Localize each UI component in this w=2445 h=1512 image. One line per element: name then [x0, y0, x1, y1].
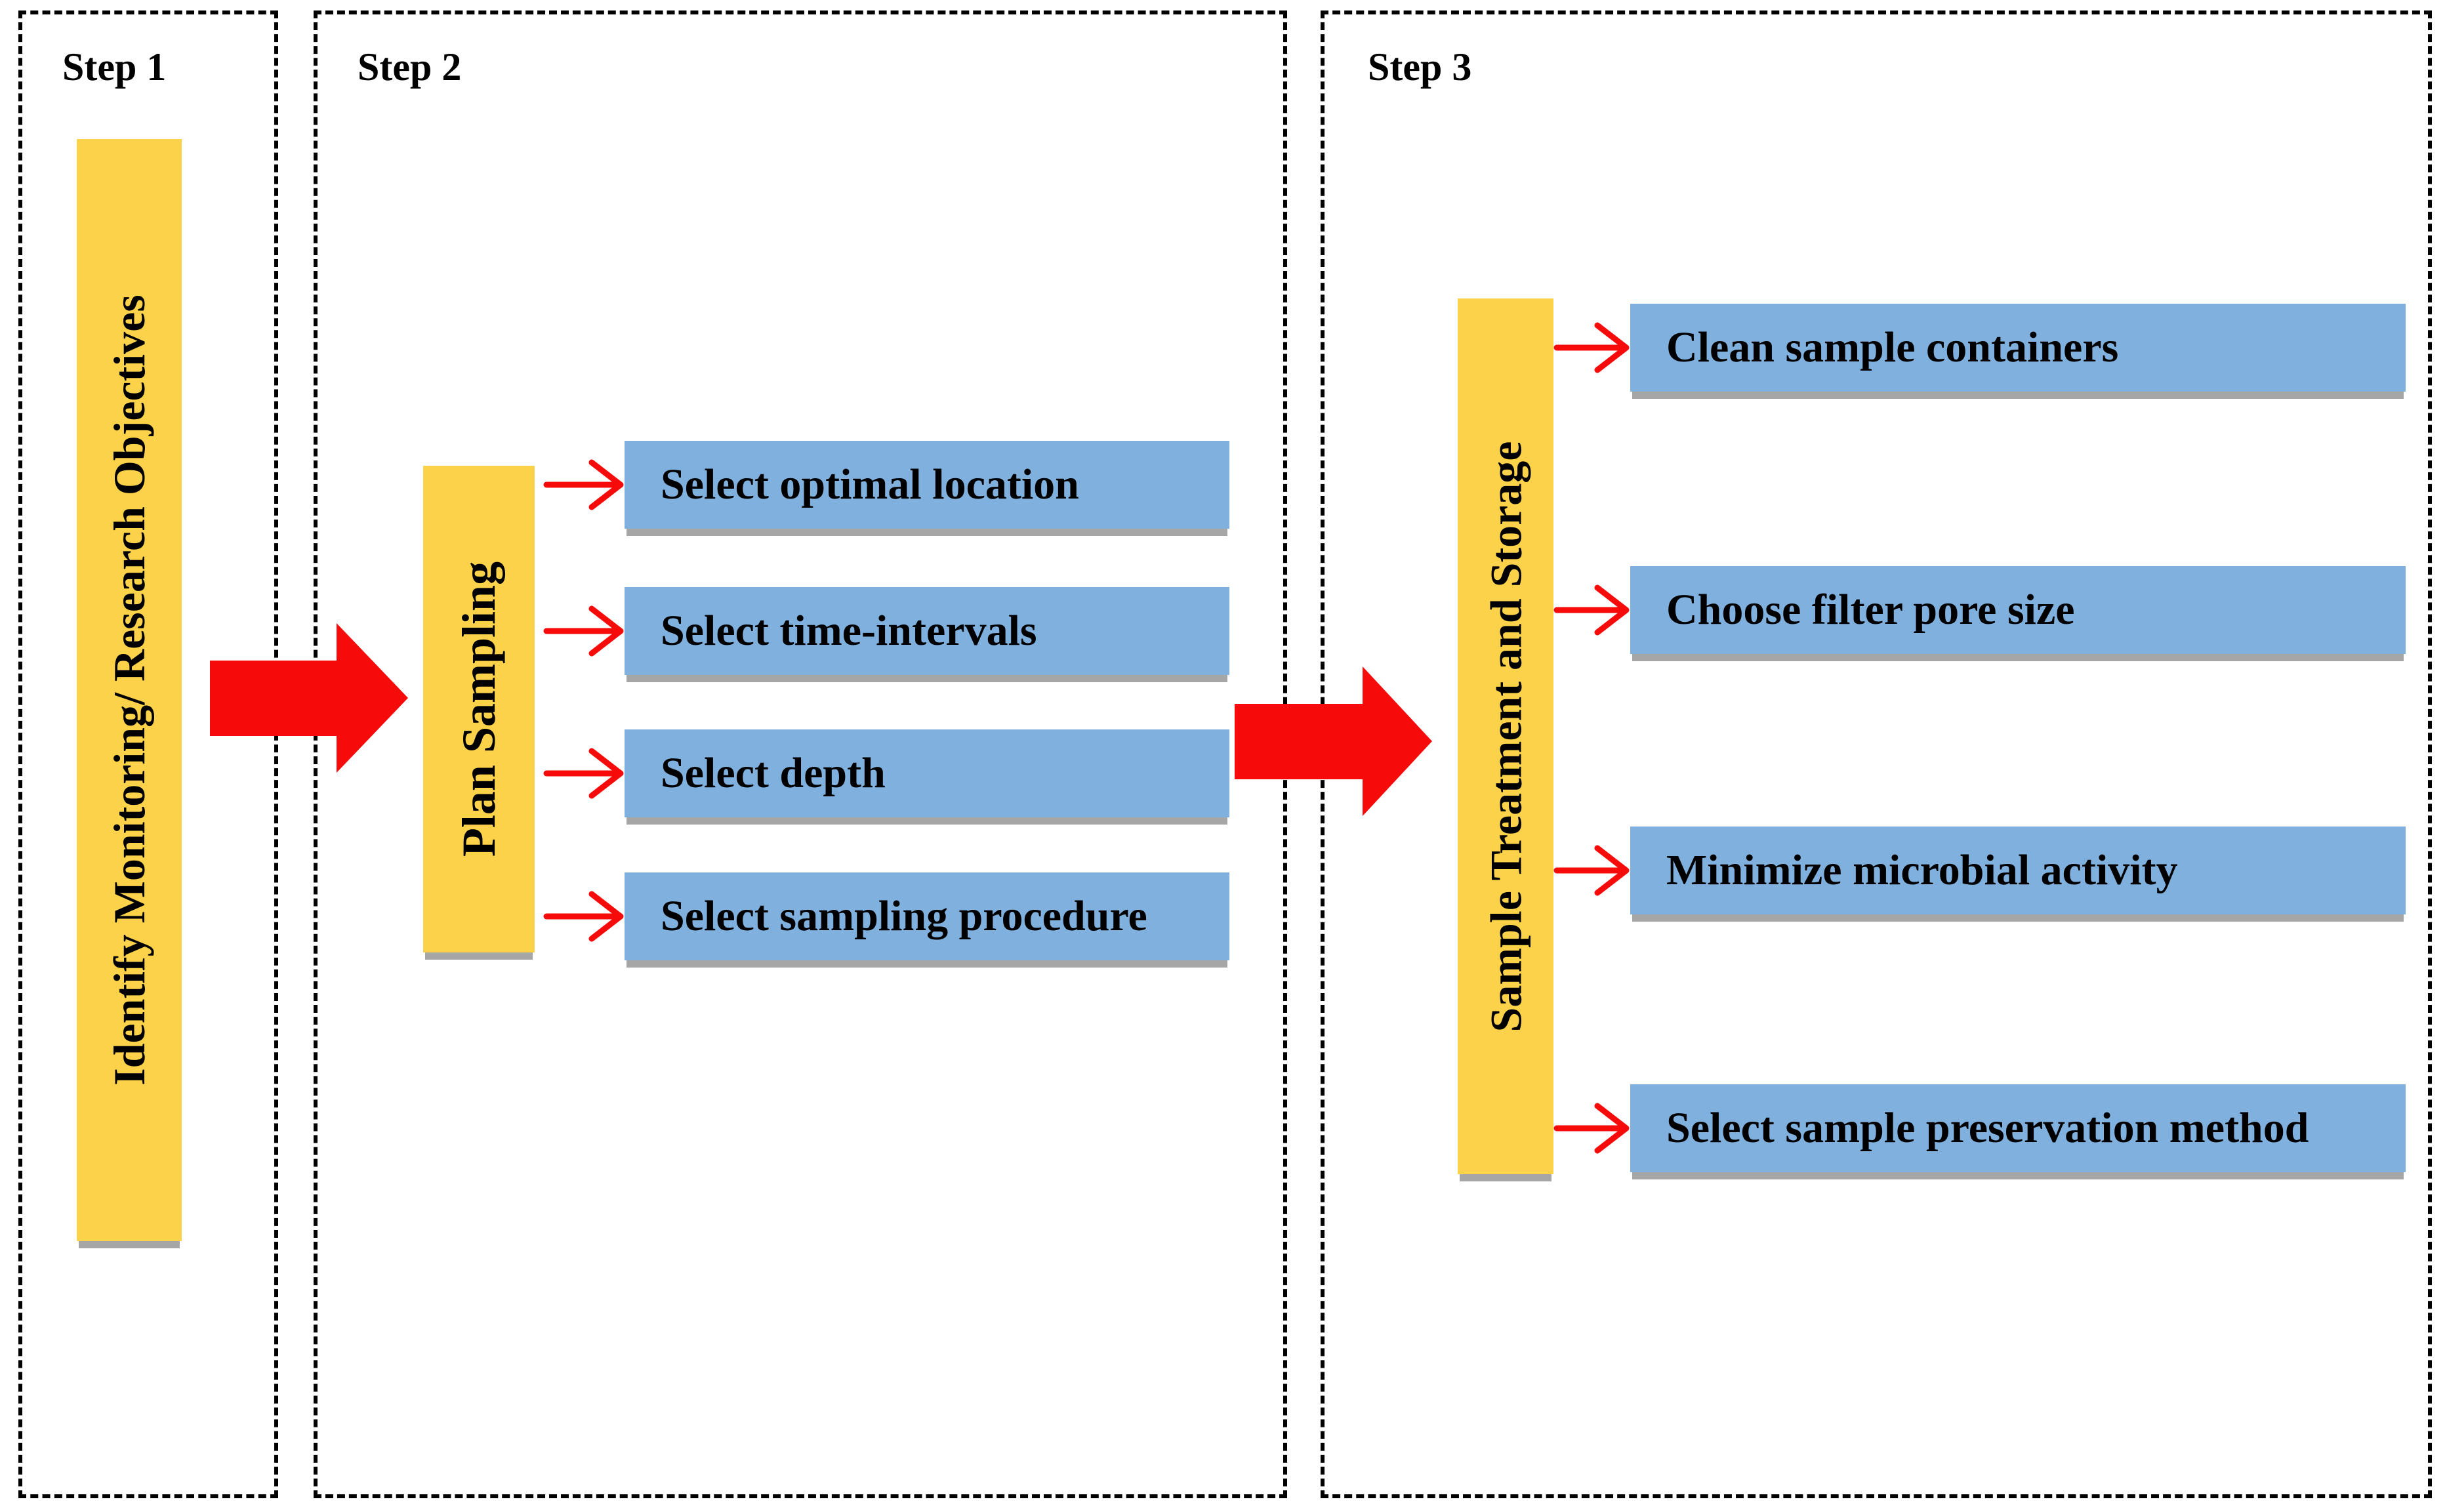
- task-box-select-sampling-procedure: Select sampling procedure: [625, 872, 1229, 960]
- task-box-minimize-microbial-activity: Minimize microbial activity: [1630, 827, 2406, 914]
- stage-box-sample-treatment-storage: Sample Treatment and Storage: [1458, 298, 1553, 1174]
- stage-box-sample-treatment-storage-text: Sample Treatment and Storage: [1481, 441, 1531, 1032]
- step-2-label: Step 2: [358, 45, 462, 89]
- task-box-select-time-intervals: Select time-intervals: [625, 587, 1229, 675]
- step-1-label: Step 1: [62, 45, 167, 89]
- task-box-select-depth: Select depth: [625, 729, 1229, 817]
- task-box-clean-sample-containers: Clean sample containers: [1630, 304, 2406, 392]
- task-box-choose-filter-pore-size: Choose filter pore size: [1630, 566, 2406, 654]
- stage-box-plan-sampling-text: Plan Sampling: [453, 561, 506, 857]
- step-3-label: Step 3: [1368, 45, 1472, 89]
- stage-box-identify-objectives: Identify Monitoring/ Research Objectives: [77, 139, 182, 1241]
- stage-box-identify-objectives-text: Identify Monitoring/ Research Objectives: [104, 295, 155, 1086]
- task-box-select-optimal-location: Select optimal location: [625, 441, 1229, 529]
- task-box-select-sample-preservation-method: Select sample preservation method: [1630, 1084, 2406, 1172]
- stage-box-plan-sampling: Plan Sampling: [423, 466, 535, 952]
